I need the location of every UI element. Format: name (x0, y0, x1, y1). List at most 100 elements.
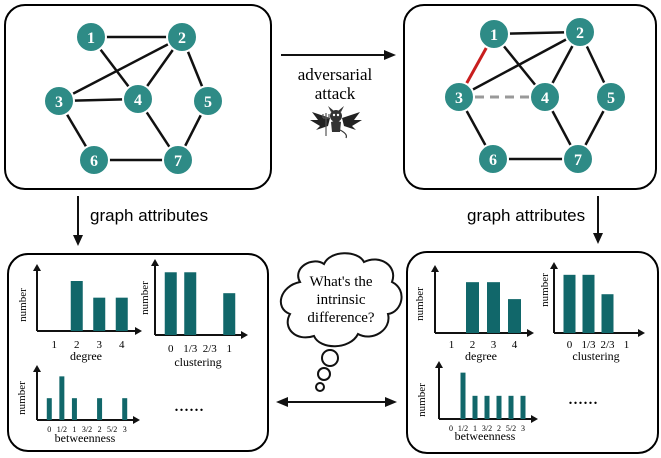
tick-label-3: 3 (521, 424, 525, 433)
tick-label-0: 0 (168, 343, 174, 355)
tick-label-1/2: 1/2 (57, 425, 67, 434)
bar-2 (466, 282, 479, 333)
bar-0 (46, 398, 52, 420)
bar-2 (97, 398, 103, 420)
thought-line-1: What's the (309, 274, 372, 290)
bar-1 (223, 293, 236, 335)
thought-line-2: intrinsic (316, 292, 366, 308)
node-circle-2 (564, 16, 596, 48)
node-label-3: 3 (55, 94, 63, 111)
node-label-2: 2 (576, 25, 584, 42)
tick-label-3: 3 (123, 425, 127, 434)
bar-3 (122, 398, 128, 420)
tick-label-3: 3 (491, 339, 497, 351)
edge-2-3 (458, 30, 581, 99)
node-circle-7 (562, 143, 594, 175)
bar-2/3 (601, 294, 614, 333)
bar-1/3 (184, 272, 197, 335)
bar-3 (520, 395, 526, 419)
node-label-1: 1 (490, 27, 498, 44)
tick-label-1: 1 (449, 339, 455, 351)
graph-attributes-label-right: graph attributes (467, 206, 585, 225)
compare-arrow-head-left (276, 397, 288, 407)
tick-label-2: 2 (470, 339, 476, 351)
node-circle-5 (192, 85, 224, 117)
tick-label-3/2: 3/2 (482, 424, 492, 433)
node-circle-2 (166, 21, 198, 53)
attack-label-line1: adversarial (298, 65, 373, 84)
x-axis-label: clustering (572, 349, 619, 363)
tick-label-3: 3 (97, 339, 103, 351)
edge-2-3 (58, 35, 183, 103)
x-axis-label: betweenness (455, 429, 516, 443)
bar-1/2 (460, 372, 466, 419)
tick-label-2: 2 (497, 424, 501, 433)
chart-left-degree: 1 2 3 4 degree number (17, 264, 142, 363)
node-circle-1 (478, 18, 510, 50)
tick-label-2/3: 2/3 (600, 339, 615, 351)
x-axis-arrow (527, 329, 534, 337)
node-circle-3 (43, 85, 75, 117)
bar-3 (487, 282, 500, 333)
tick-label-1: 1 (473, 424, 477, 433)
left-down-arrow-head (73, 235, 83, 246)
ellipsis-right: ...... (568, 387, 598, 409)
node-label-5: 5 (204, 94, 212, 111)
bar-5/2 (508, 395, 514, 419)
tick-label-0: 0 (47, 425, 51, 434)
bar-1/3 (582, 274, 595, 333)
tick-label-5/2: 5/2 (107, 425, 117, 434)
node-circle-1 (75, 21, 107, 53)
right-down-arrow-head (593, 233, 603, 244)
y-axis-label: number (16, 381, 28, 415)
tick-label-1: 1 (72, 425, 76, 434)
tick-label-1/3: 1/3 (581, 339, 596, 351)
node-circle-4 (122, 83, 154, 115)
y-axis-arrow (550, 262, 558, 269)
bar-4 (115, 297, 128, 331)
bar-0 (563, 274, 576, 333)
tick-label-2: 2 (74, 339, 80, 351)
x-axis-arrow (531, 415, 538, 423)
x-axis-arrow (638, 329, 645, 337)
tick-label-0: 0 (449, 424, 453, 433)
bar-2 (496, 395, 502, 419)
tick-label-0: 0 (567, 339, 573, 351)
y-axis-arrow (151, 259, 159, 266)
y-axis-arrow (33, 264, 41, 271)
node-circle-4 (529, 81, 561, 113)
ellipsis-left: ...... (174, 394, 204, 416)
tick-label-5/2: 5/2 (506, 424, 516, 433)
bar-2 (70, 281, 83, 331)
tick-label-1: 1 (52, 339, 58, 351)
node-circle-3 (443, 81, 475, 113)
node-circle-7 (162, 144, 194, 176)
bar-3 (93, 297, 106, 331)
y-axis-label: number (17, 288, 29, 322)
node-label-3: 3 (455, 90, 463, 107)
x-axis-arrow (133, 416, 140, 424)
y-axis-arrow (435, 361, 443, 368)
y-axis-label: number (139, 281, 151, 315)
tick-label-1/2: 1/2 (458, 424, 468, 433)
y-axis-arrow (33, 365, 41, 372)
node-label-4: 4 (134, 92, 142, 109)
node-label-5: 5 (607, 90, 615, 107)
node-label-1: 1 (87, 30, 95, 47)
x-axis-label: degree (70, 349, 102, 363)
bar-0 (164, 272, 177, 335)
bar-3/2 (484, 395, 490, 419)
bar-1 (71, 398, 77, 420)
node-label-2: 2 (178, 30, 186, 47)
tick-label-1/3: 1/3 (183, 343, 198, 355)
attack-arrow-head (384, 50, 396, 60)
attack-label-line2: attack (315, 84, 356, 103)
y-axis-label: number (416, 383, 428, 417)
tick-label-4: 4 (119, 339, 125, 351)
attribute-charts: 1 2 3 4 degree number 0 1/3 2/3 1 clustering number… (16, 259, 645, 445)
thought-cloud (279, 252, 403, 392)
original-graph-nodes: 1 2 3 4 5 6 7 (43, 21, 224, 176)
